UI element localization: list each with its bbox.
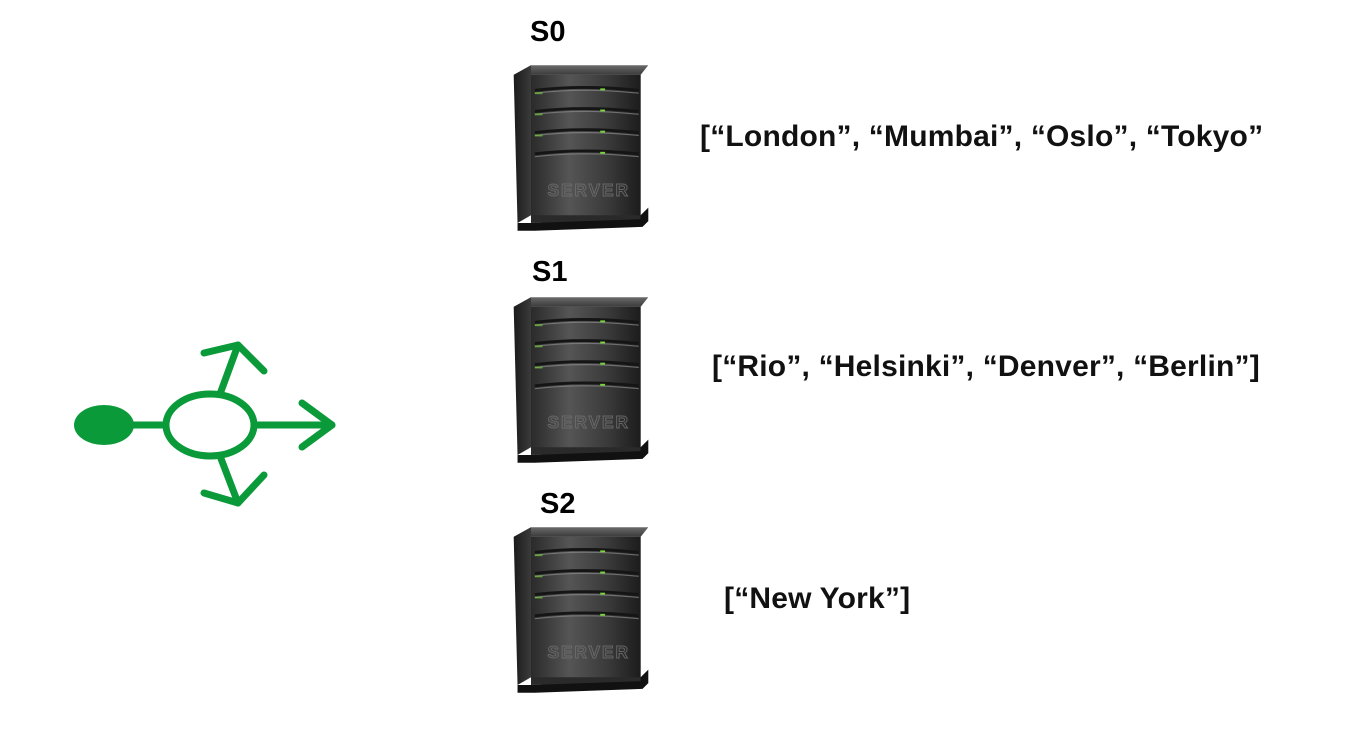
server-tower-icon xyxy=(512,295,650,465)
load-balancer-icon xyxy=(74,341,336,507)
server-label-s2: S2 xyxy=(540,488,576,520)
server-data-s2: [“New York”] xyxy=(724,582,911,615)
server-label-s0: S0 xyxy=(530,16,566,48)
server-tower-icon xyxy=(512,63,650,233)
server-tower-icon xyxy=(512,525,650,695)
server-data-s0: [“London”, “Mumbai”, “Oslo”, “Tokyo” xyxy=(700,120,1264,153)
server-data-s1: [“Rio”, “Helsinki”, “Denver”, “Berlin”] xyxy=(712,350,1260,383)
server-label-s1: S1 xyxy=(532,256,568,288)
